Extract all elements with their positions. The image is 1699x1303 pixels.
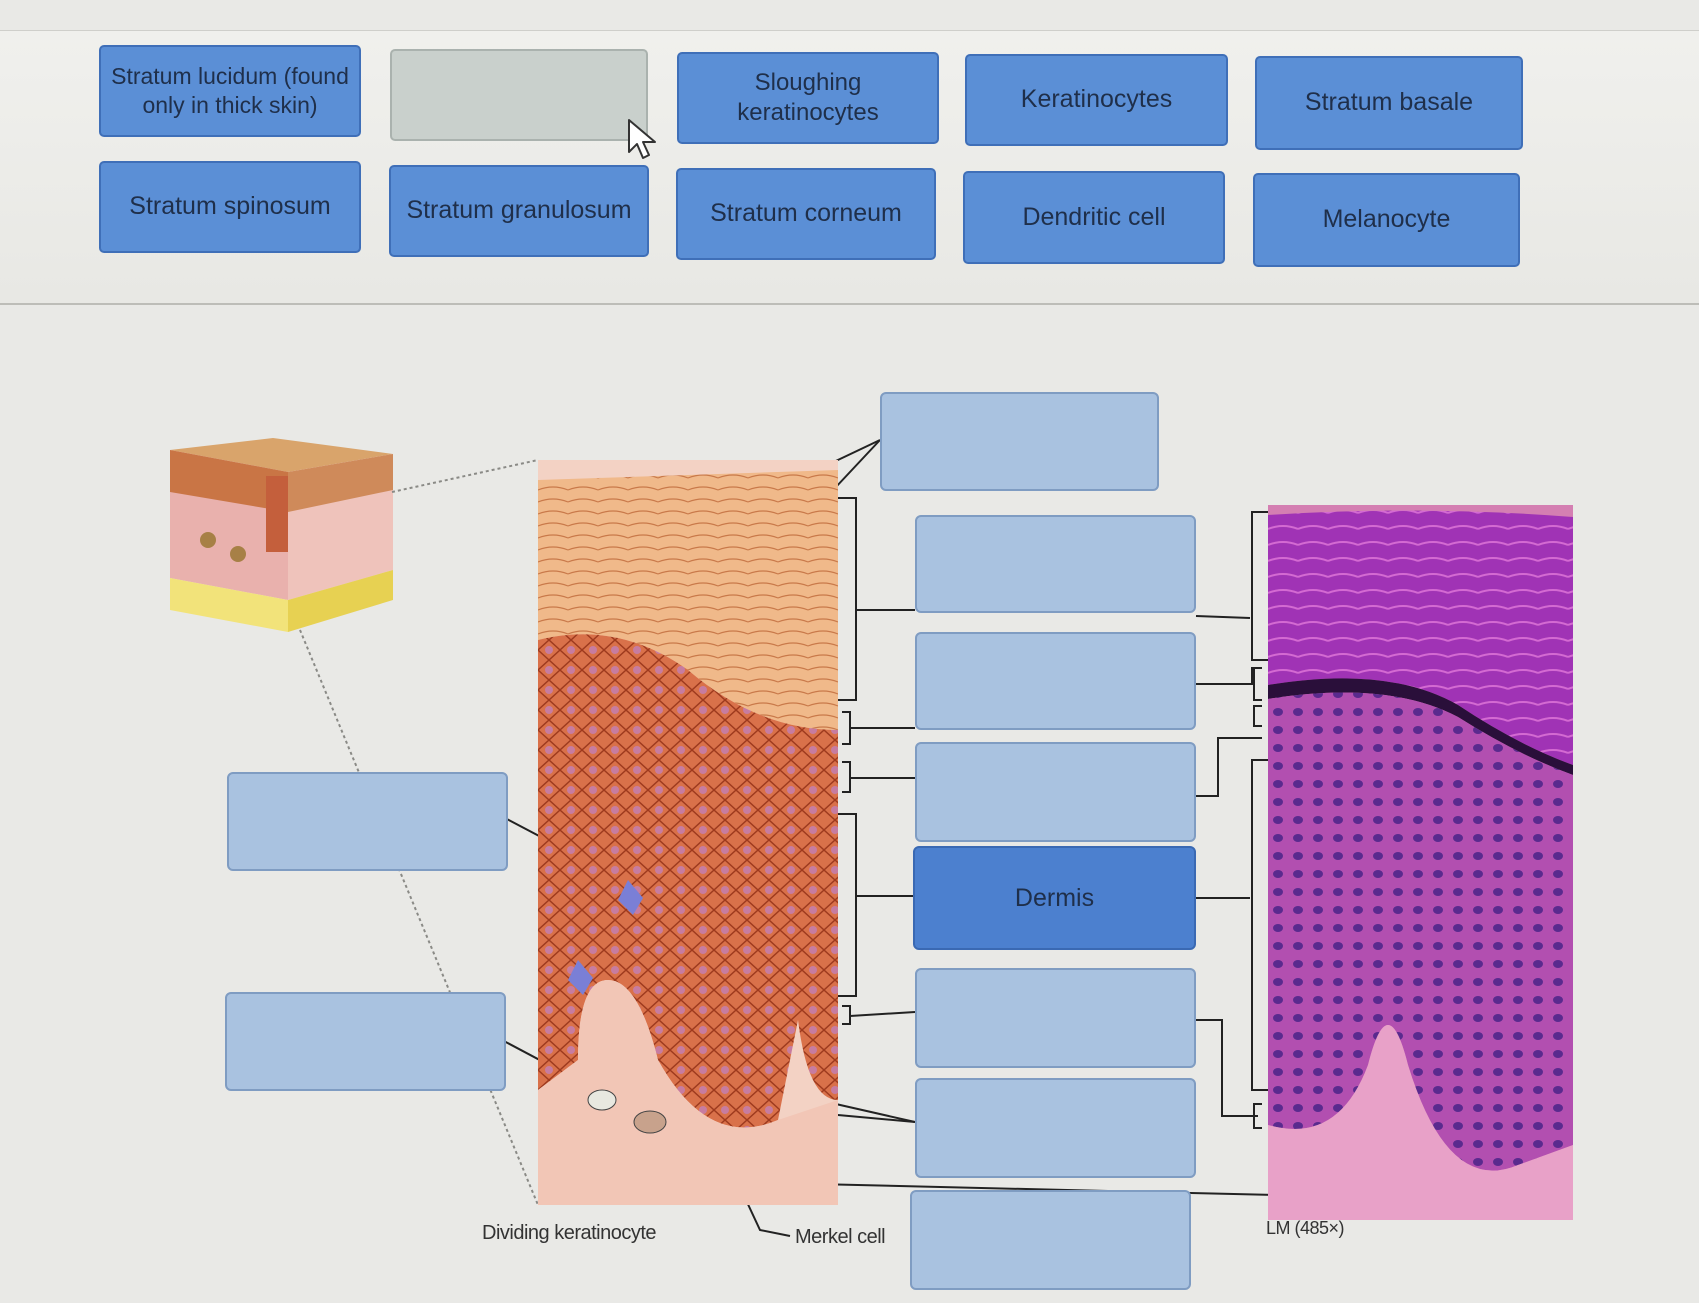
epidermis-illustration <box>538 460 838 1205</box>
drop-target-center-4[interactable]: Dermis <box>913 846 1196 950</box>
light-micrograph <box>1268 505 1573 1220</box>
drop-target-center-6[interactable] <box>915 1078 1196 1178</box>
caption-dividing-keratinocyte: Dividing keratinocyte <box>482 1222 657 1244</box>
chip-keratinocytes[interactable]: Keratinocytes <box>965 54 1228 146</box>
chip-dendritic-cell[interactable]: Dendritic cell <box>963 171 1225 264</box>
chip-stratum-basale[interactable]: Stratum basale <box>1255 56 1523 150</box>
chip-empty-slot[interactable] <box>390 49 648 141</box>
mouse-pointer-icon <box>628 119 656 159</box>
drop-target-center-1[interactable] <box>915 515 1196 613</box>
chip-stratum-corneum[interactable]: Stratum corneum <box>676 168 936 260</box>
drop-target-center-3[interactable] <box>915 742 1196 842</box>
caption-lm-magnification: LM (485×) <box>1266 1218 1345 1238</box>
drop-target-center-7[interactable] <box>910 1190 1191 1290</box>
drop-target-center-2[interactable] <box>915 632 1196 730</box>
chip-melanocyte[interactable]: Melanocyte <box>1253 173 1520 267</box>
label-bank: Stratum lucidum (found only in thick ski… <box>0 30 1699 305</box>
chip-sloughing-keratinocytes[interactable]: Sloughing keratinocytes <box>677 52 939 144</box>
drop-target-center-5[interactable] <box>915 968 1196 1068</box>
drop-target-top[interactable] <box>880 392 1159 491</box>
chip-stratum-granulosum[interactable]: Stratum granulosum <box>389 165 649 257</box>
chip-stratum-spinosum[interactable]: Stratum spinosum <box>99 161 361 253</box>
drop-target-left-1[interactable] <box>227 772 508 871</box>
skin-block-illustration <box>170 438 393 632</box>
chip-stratum-lucidum[interactable]: Stratum lucidum (found only in thick ski… <box>99 45 361 137</box>
drop-target-left-2[interactable] <box>225 992 506 1091</box>
caption-merkel-cell: Merkel cell <box>795 1226 886 1248</box>
